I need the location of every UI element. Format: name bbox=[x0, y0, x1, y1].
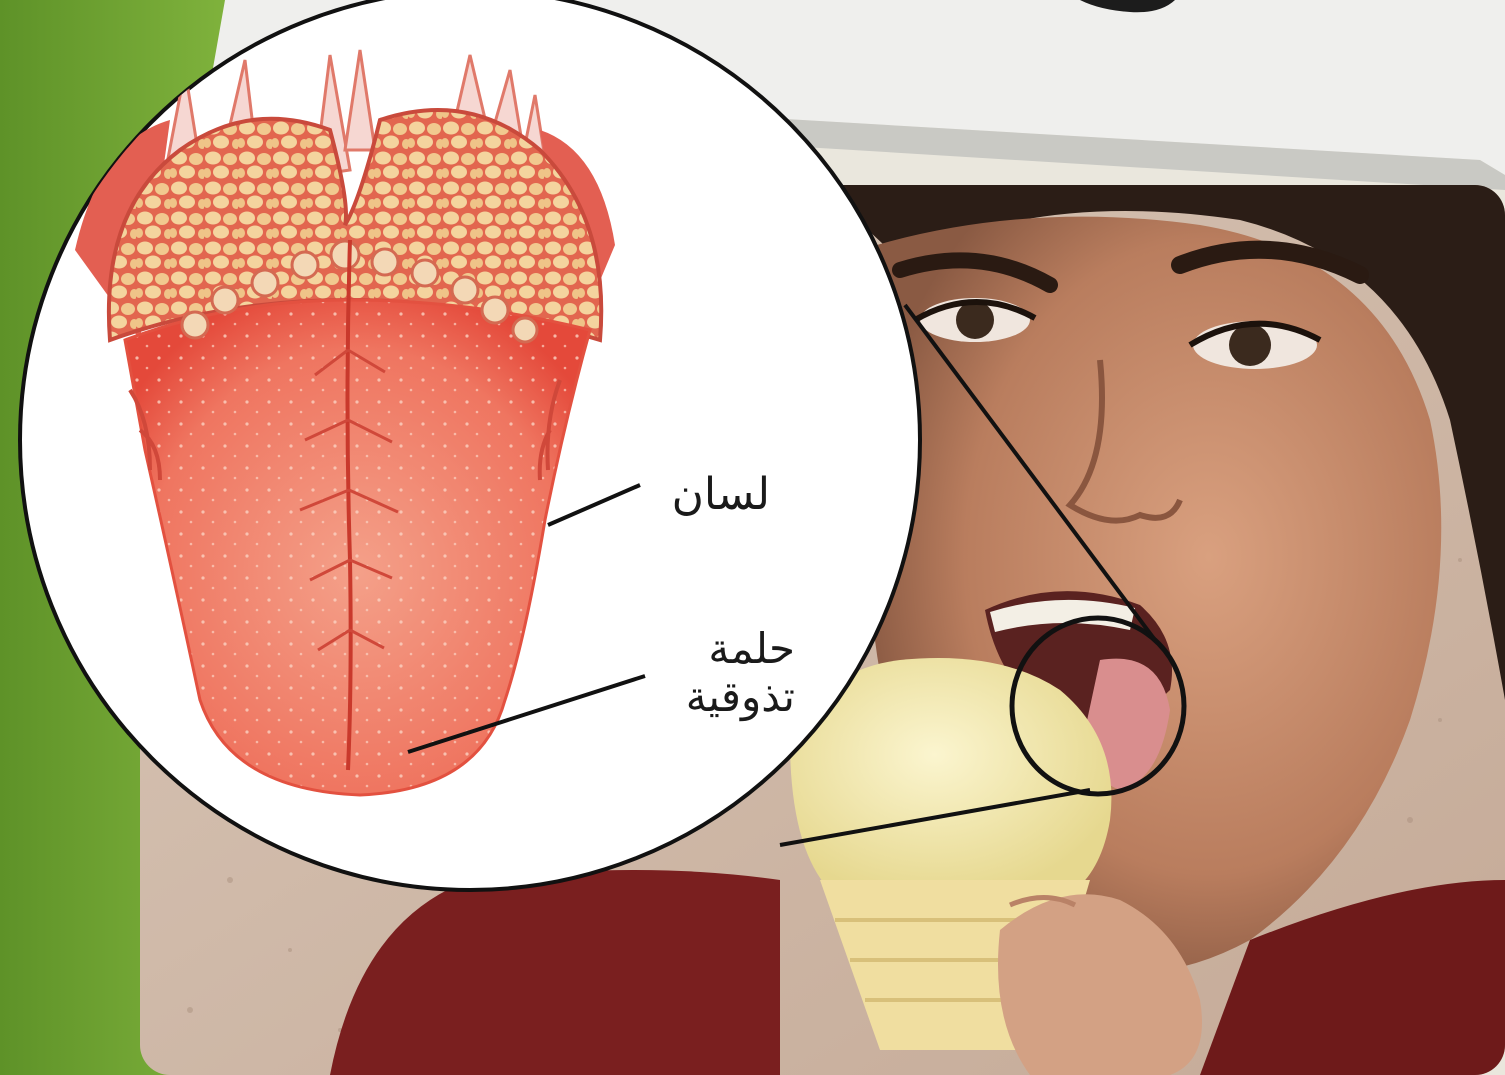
label-taste-bud-line2: تذوقية bbox=[600, 673, 795, 721]
label-tongue: لسان bbox=[630, 470, 770, 521]
label-taste-bud: حلمة تذوقية bbox=[600, 625, 795, 722]
label-taste-bud-line1: حلمة bbox=[600, 625, 795, 673]
